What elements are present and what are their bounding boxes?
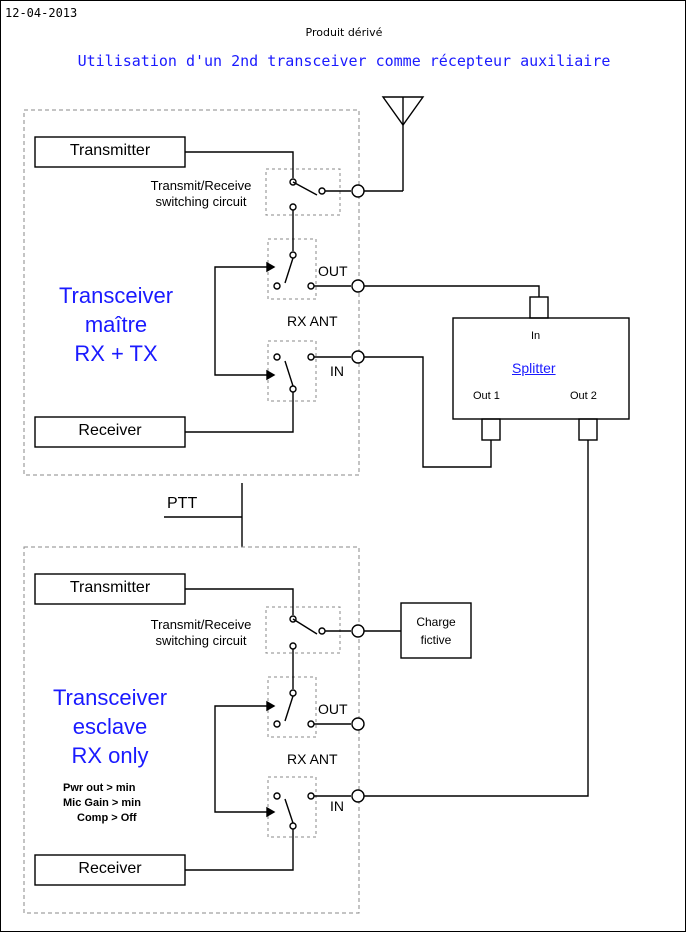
slave-name-line-3: RX only bbox=[71, 743, 149, 768]
master-name-line-2: maître bbox=[84, 312, 148, 337]
master-name-line-1: Transceiver bbox=[58, 283, 174, 308]
splitter-out1-label: Out 1 bbox=[473, 390, 500, 402]
date-stamp: 12-04-2013 bbox=[5, 6, 78, 20]
master-name-line-3: RX + TX bbox=[74, 341, 158, 366]
slave-rxant-upper-box bbox=[267, 676, 317, 738]
slave-note-mic: Mic Gain > min bbox=[63, 797, 141, 809]
splitter-out2-label: Out 2 bbox=[570, 390, 597, 402]
slave-note-pwr: Pwr out > min bbox=[63, 782, 136, 794]
splitter-in-label: In bbox=[531, 330, 541, 342]
master-rxant-upper-box bbox=[267, 238, 317, 300]
master-tr-switch-box bbox=[265, 168, 341, 216]
ptt-label: PTT bbox=[167, 495, 198, 512]
slave-settings-notes: Pwr out > min Mic Gain > min Comp > Off bbox=[63, 781, 141, 826]
splitter-link[interactable]: Splitter bbox=[512, 360, 556, 376]
slave-transmitter-label: Transmitter bbox=[69, 579, 151, 596]
master-name: Transceiver maître RX + TX bbox=[21, 281, 211, 368]
slave-rxant-label: RX ANT bbox=[287, 751, 338, 767]
master-switch-line-2: switching circuit bbox=[155, 194, 247, 209]
page-subtitle: Produit dérivé bbox=[305, 26, 383, 39]
splitter-in-port bbox=[529, 296, 549, 319]
master-in-label: IN bbox=[330, 363, 344, 379]
master-out-label: OUT bbox=[318, 263, 348, 279]
slave-name: Transceiver esclave RX only bbox=[15, 683, 205, 770]
master-switch-line-1: Transmit/Receive bbox=[150, 178, 252, 193]
slave-in-label: IN bbox=[330, 798, 344, 814]
slave-name-line-1: Transceiver bbox=[52, 685, 168, 710]
page-title: Utilisation d'un 2nd transceiver comme r… bbox=[77, 52, 611, 70]
slave-note-comp: Comp > Off bbox=[77, 812, 137, 824]
master-switch-label: Transmit/Receive switching circuit bbox=[131, 178, 271, 210]
splitter-out1-port bbox=[481, 418, 501, 441]
slave-switch-line-2: switching circuit bbox=[155, 633, 247, 648]
slave-out-label: OUT bbox=[318, 701, 348, 717]
slave-tr-switch-box bbox=[265, 606, 341, 654]
antenna-icon bbox=[381, 96, 425, 191]
slave-rxant-lower-box bbox=[267, 776, 317, 838]
master-transmitter-label: Transmitter bbox=[69, 142, 151, 159]
splitter-out2-port bbox=[578, 418, 598, 441]
slave-switch-label: Transmit/Receive switching circuit bbox=[131, 617, 271, 649]
slave-name-line-2: esclave bbox=[72, 714, 148, 739]
dummy-load-line-1: Charge bbox=[416, 615, 456, 629]
dummy-load-box bbox=[400, 602, 472, 659]
dummy-load-label: Charge fictive bbox=[401, 613, 471, 649]
slave-receiver-label: Receiver bbox=[78, 860, 142, 877]
master-rxant-label: RX ANT bbox=[287, 313, 338, 329]
master-receiver-label: Receiver bbox=[78, 422, 142, 439]
dummy-load-line-2: fictive bbox=[420, 633, 452, 647]
slave-switch-line-1: Transmit/Receive bbox=[150, 617, 252, 632]
